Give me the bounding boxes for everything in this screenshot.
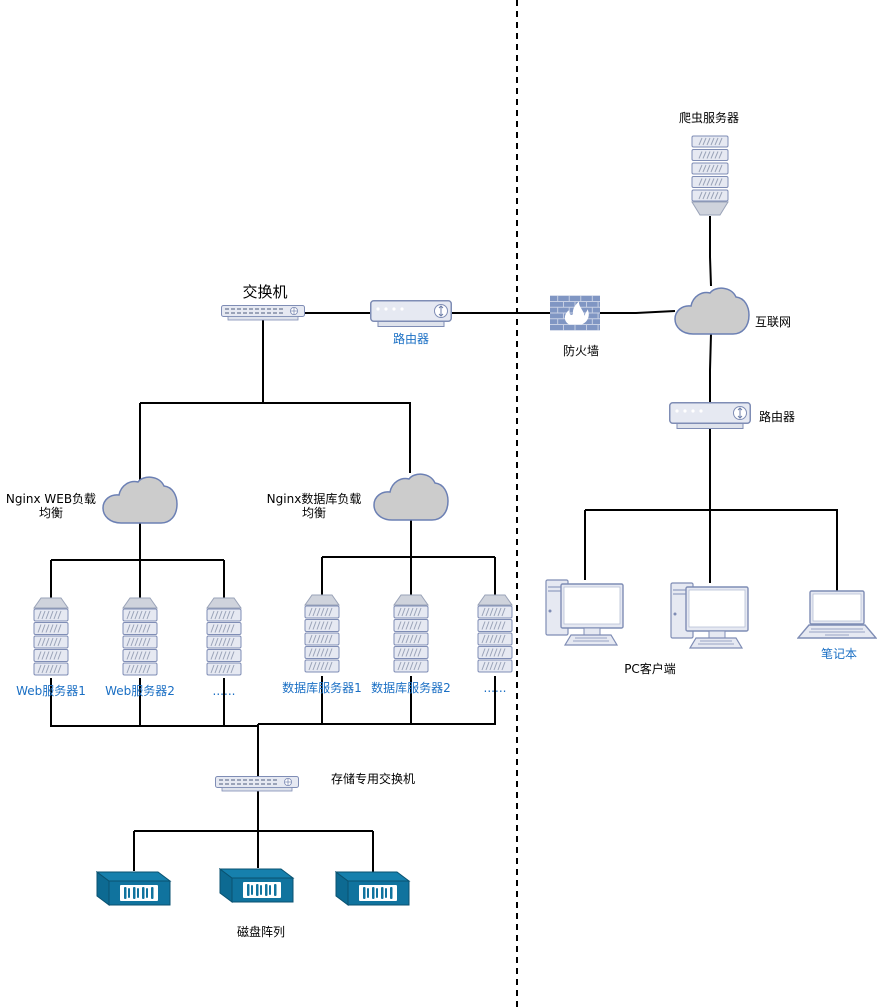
core-switch-icon	[221, 305, 305, 321]
right-router-label: 路由器	[759, 410, 796, 424]
web-server-2-label: Web服务器2	[105, 684, 175, 698]
db-server-2-label: 数据库服务器2	[371, 681, 451, 695]
crawler-server-label: 爬虫服务器	[678, 111, 740, 125]
storage-switch-icon	[215, 776, 299, 792]
pc-client-1-icon	[545, 579, 624, 646]
db-server-more-label: ......	[483, 681, 507, 695]
internet-cloud-icon	[674, 287, 750, 335]
pc-client-label: PC客户端	[624, 662, 676, 676]
nginx-web-cloud-icon	[102, 476, 178, 524]
connection-lines	[50, 216, 838, 872]
db-server-more-icon	[477, 594, 513, 673]
nginx-web-label-line2: 均衡	[38, 506, 64, 520]
web-server-1-label: Web服务器1	[16, 684, 86, 698]
web-server-more-label: ......	[212, 684, 236, 698]
disk-array-label: 磁盘阵列	[236, 925, 286, 939]
db-server-1-icon	[304, 594, 340, 673]
firewall-icon	[550, 295, 600, 331]
nginx-db-label-line1: Nginx数据库负载	[266, 492, 362, 506]
right-router-icon	[669, 402, 751, 430]
laptop-icon	[797, 590, 877, 639]
web-server-more-icon	[206, 597, 242, 676]
pc-client-2-icon	[670, 582, 749, 649]
web-server-2-icon	[122, 597, 158, 676]
disk-array-1-icon	[96, 871, 171, 906]
nginx-db-cloud-icon	[373, 473, 449, 521]
internet-label: 互联网	[755, 315, 792, 329]
db-server-1-label: 数据库服务器1	[282, 681, 362, 695]
left-router-icon	[370, 300, 452, 328]
left-router-label: 路由器	[392, 332, 430, 346]
web-server-1-icon	[33, 597, 69, 676]
nginx-web-label-line1: Nginx WEB负载	[5, 492, 97, 506]
nginx-db-label-line2: 均衡	[301, 506, 327, 520]
laptop-label: 笔记本	[820, 647, 858, 661]
storage-switch-label: 存储专用交换机	[331, 772, 416, 786]
db-server-2-icon	[393, 594, 429, 673]
disk-array-3-icon	[335, 871, 410, 906]
firewall-label: 防火墙	[562, 344, 600, 358]
disk-array-2-icon	[219, 868, 294, 903]
crawler-server-icon	[691, 135, 729, 216]
core-switch-label: 交换机	[242, 283, 288, 301]
